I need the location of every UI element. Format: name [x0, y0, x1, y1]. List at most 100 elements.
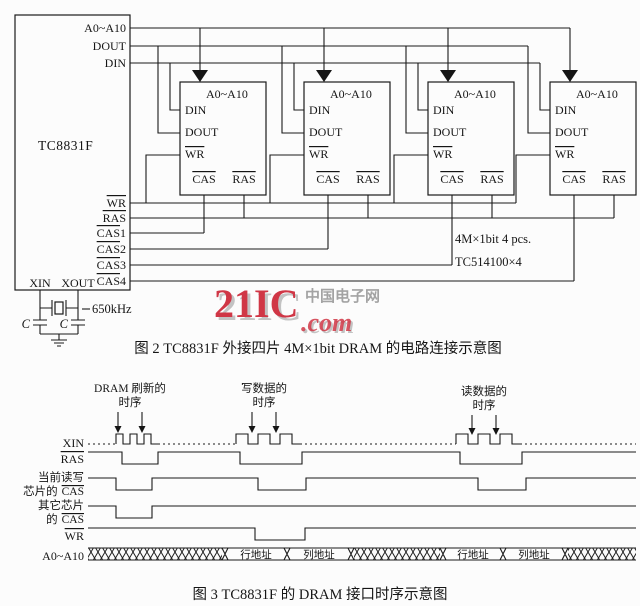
note-chip-model: TC514100×4: [455, 255, 523, 269]
xin-write-burst: [235, 433, 300, 445]
annotation-line1: 读数据的: [461, 384, 507, 398]
dram-pin-wr: WR: [433, 147, 452, 161]
dram-pin-a0-a10: A0~A10: [330, 87, 372, 101]
dram-chip-outline: [549, 81, 637, 196]
figure-2-circuit: TC8831F A0~A10 DOUT DIN WR RAS CAS1 CAS2…: [14, 14, 637, 357]
capacitor-right-label: C: [60, 317, 69, 331]
bus-label-col-address: 列地址: [303, 548, 335, 561]
dram-pin-wr: WR: [309, 147, 328, 161]
down-arrow-icon: [272, 426, 280, 433]
dram-pin-cas: CAS: [562, 172, 585, 186]
dram-wiring: [145, 28, 615, 281]
signal-label-bus: A0~A10: [42, 549, 84, 563]
down-arrow-icon: [114, 426, 122, 433]
main-pin-wr: WR: [107, 196, 126, 210]
signal-label-ras: RAS: [61, 452, 84, 466]
crystal-icon: [54, 301, 64, 315]
main-pin-cas2: CAS2: [97, 242, 126, 256]
main-chip-name: TC8831F: [38, 138, 93, 153]
dram-chip-outline: [303, 81, 391, 196]
main-chip-tc8831f: TC8831F A0~A10 DOUT DIN WR RAS CAS1 CAS2…: [14, 14, 131, 291]
signal-rails: [130, 27, 614, 282]
bus-label-row-address: 行地址: [240, 548, 272, 561]
watermark-site-name: 中国电子网: [305, 287, 380, 305]
crystal-oscillator-circuit: C C 650kHz: [22, 290, 132, 347]
dram-pin-ras: RAS: [232, 172, 255, 186]
figure-2-caption: 图 2 TC8831F 外接四片 4M×1bit DRAM 的电路连接示意图: [134, 339, 501, 357]
bus-arrow-icon: [192, 70, 208, 82]
dram-pin-cas: CAS: [192, 172, 215, 186]
dram-pin-wr: WR: [555, 147, 574, 161]
main-pin-ras: RAS: [103, 211, 126, 225]
annotation-line2: 时序: [473, 398, 496, 412]
annotation-read-timing: 读数据的 时序: [461, 384, 507, 435]
down-arrow-icon: [248, 426, 256, 433]
signal-label-wr: WR: [65, 529, 84, 543]
annotation-line2: 时序: [253, 395, 276, 409]
watermark: 21IC 21IC 中国电子网 .com .com: [214, 281, 380, 339]
down-arrow-icon: [468, 428, 476, 435]
note-chip-qty: 4M×1bit 4 pcs.: [455, 232, 531, 246]
main-pin-xin: XIN: [29, 276, 51, 290]
annotation-write-timing: 写数据的 时序: [241, 381, 287, 433]
annotation-line1: 写数据的: [241, 381, 287, 395]
watermark-domain-shadow: .com: [303, 310, 354, 339]
watermark-domain: .com: [301, 308, 352, 337]
dram-pin-a0-a10: A0~A10: [576, 87, 618, 101]
down-arrow-icon: [492, 428, 500, 435]
bus-arrow-icon: [316, 70, 332, 82]
signal-label-xin: XIN: [63, 436, 85, 450]
annotation-line1: DRAM 刷新的: [94, 381, 166, 395]
bus-invalid-hatch: [88, 548, 222, 560]
annotation-refresh-timing: DRAM 刷新的 时序: [94, 381, 166, 433]
main-pin-cas3: CAS3: [97, 258, 126, 272]
main-pin-cas4: CAS4: [97, 274, 126, 288]
dram-pin-dout: DOUT: [433, 125, 467, 139]
dram-pin-dout: DOUT: [555, 125, 589, 139]
ground-icon: [40, 333, 78, 347]
dram-pin-cas: CAS: [440, 172, 463, 186]
bus-arrow-icon: [562, 70, 578, 82]
dram-chip-1: A0~A10 DIN DOUT WR CAS RAS: [179, 81, 267, 196]
bus-label-col-address: 列地址: [518, 548, 550, 561]
ras-waveform: [88, 451, 636, 465]
down-arrow-icon: [138, 426, 146, 433]
crystal-frequency-label: 650kHz: [92, 302, 132, 316]
watermark-brand-shadow: 21IC: [217, 284, 301, 329]
bus-transition-marks: [221, 547, 569, 561]
dram-chip-2: A0~A10 DIN DOUT WR CAS RAS: [303, 81, 391, 196]
current-cas-waveform: [88, 477, 636, 491]
dram-pin-a0-a10: A0~A10: [454, 87, 496, 101]
bus-invalid-hatch: [568, 548, 636, 560]
dram-chip-outline: [179, 81, 267, 196]
dram-pin-wr: WR: [185, 147, 204, 161]
other-cas-waveform: [88, 505, 636, 519]
xin-read-burst: [455, 433, 520, 445]
dram-pin-din: DIN: [309, 103, 331, 117]
main-pin-a0-a10: A0~A10: [84, 21, 126, 35]
bus-invalid-hatch: [354, 548, 440, 560]
dram-chip-4: A0~A10 DIN DOUT WR CAS RAS: [549, 81, 637, 196]
main-pin-xout: XOUT: [61, 276, 95, 290]
main-chip-outline: [14, 14, 131, 291]
main-pin-din: DIN: [105, 56, 127, 70]
dram-pin-dout: DOUT: [309, 125, 343, 139]
dram-pin-cas: CAS: [316, 172, 339, 186]
figure-3-timing: DRAM 刷新的 时序 写数据的 时序 读数据的 时序 XIN RAS 当前读写: [23, 381, 636, 603]
bus-label-row-address: 行地址: [457, 548, 489, 561]
bus-arrow-icon: [440, 70, 456, 82]
signal-label-other-chip-line1: 其它芯片: [38, 498, 84, 512]
dram-pin-din: DIN: [555, 103, 577, 117]
dram-pin-din: DIN: [433, 103, 455, 117]
dram-pin-ras: RAS: [356, 172, 379, 186]
dram-chip-3: A0~A10 DIN DOUT WR CAS RAS: [427, 81, 515, 196]
watermark-brand: 21IC: [214, 281, 298, 326]
annotation-line2: 时序: [119, 395, 142, 409]
wr-waveform: [88, 527, 636, 541]
xin-refresh-burst: [115, 433, 158, 445]
timing-waveforms: 行地址 列地址 行地址 列地址: [88, 433, 636, 561]
signal-label-current-chip-line1: 当前读写: [38, 470, 84, 484]
